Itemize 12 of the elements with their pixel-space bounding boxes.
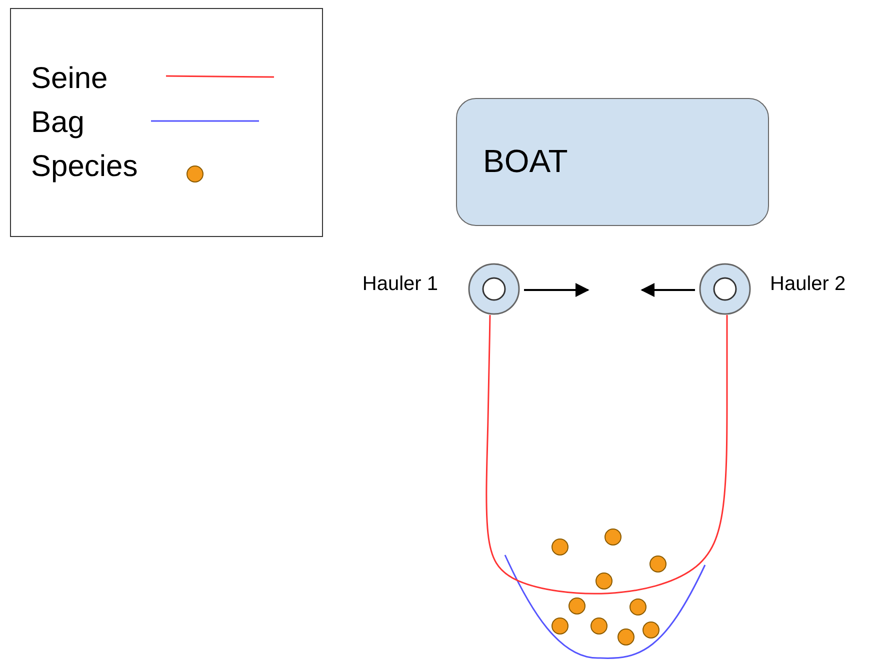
boat-box [456, 98, 769, 226]
arrow [524, 283, 590, 297]
hauler-ring [468, 263, 520, 315]
legend-label: Species [31, 149, 138, 185]
boat-label: BOAT [483, 143, 568, 180]
hauler-label: Hauler 2 [770, 273, 847, 296]
legend-label: Bag [31, 105, 84, 141]
legend-label: Seine [31, 61, 108, 97]
arrow [640, 283, 695, 297]
seine-line [486, 314, 728, 594]
hauler-label: Hauler 1 [361, 273, 438, 296]
hauler-ring [699, 263, 751, 315]
